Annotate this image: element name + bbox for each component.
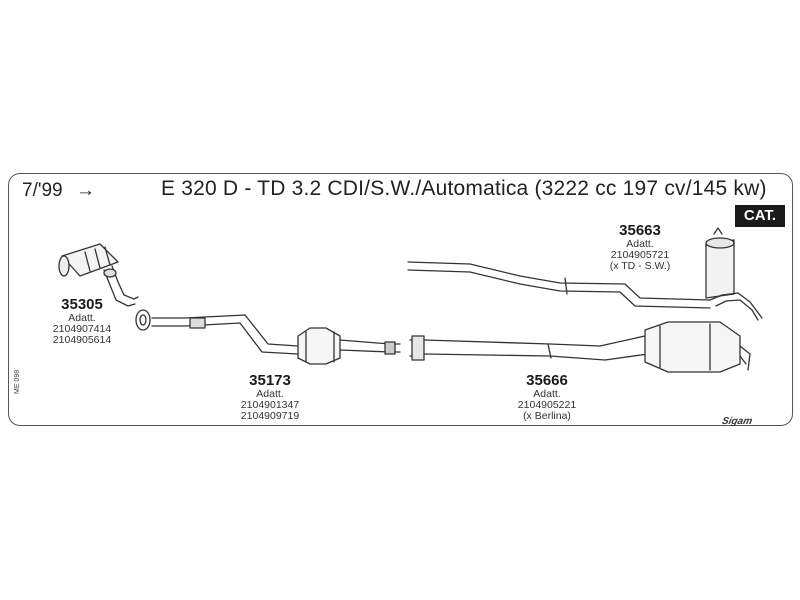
part-35173-label: 35173 Adatt. 2104901347 2104909719 — [228, 372, 312, 422]
part-ref: 2104905721 — [610, 249, 670, 261]
part-35666-drawing — [409, 321, 751, 373]
part-ref: 2104907414 — [52, 323, 112, 335]
part-note: (x TD - S.W.) — [609, 260, 671, 272]
part-code: 35173 — [249, 372, 291, 389]
part-code: 35305 — [61, 296, 103, 313]
part-35666-label: 35666 Adatt. 2104905221 (x Berlina) — [505, 372, 589, 422]
part-adatt: Adatt. — [68, 312, 96, 324]
diagram-frame — [8, 173, 793, 426]
catalog-code: ME 098 — [14, 369, 21, 394]
vehicle-title: E 320 D - TD 3.2 CDI/S.W./Automatica (32… — [161, 177, 767, 200]
part-adatt: Adatt. — [533, 388, 561, 400]
part-ref: 2104905221 — [517, 399, 577, 411]
brand-logo: Sigam — [720, 416, 754, 427]
part-note: (x Berlina) — [523, 410, 571, 422]
part-35173-drawing — [151, 314, 401, 365]
part-35305-label: 35305 Adatt. 2104907414 2104905614 — [40, 296, 124, 346]
part-35663-drawing — [407, 227, 763, 321]
model-date: 7/'99 — [22, 180, 63, 201]
part-35305-drawing — [58, 243, 151, 331]
part-adatt: Adatt. — [256, 388, 284, 400]
part-ref: 2104909719 — [240, 410, 300, 422]
cat-badge: CAT. — [735, 205, 785, 227]
part-35663-label: 35663 Adatt. 2104905721 (x TD - S.W.) — [598, 222, 682, 272]
part-ref: 2104905614 — [52, 334, 112, 346]
part-adatt: Adatt. — [626, 238, 654, 250]
arrow-right-icon: → — [76, 180, 95, 201]
part-code: 35666 — [526, 372, 568, 389]
part-ref: 2104901347 — [240, 399, 300, 411]
part-code: 35663 — [619, 222, 661, 239]
